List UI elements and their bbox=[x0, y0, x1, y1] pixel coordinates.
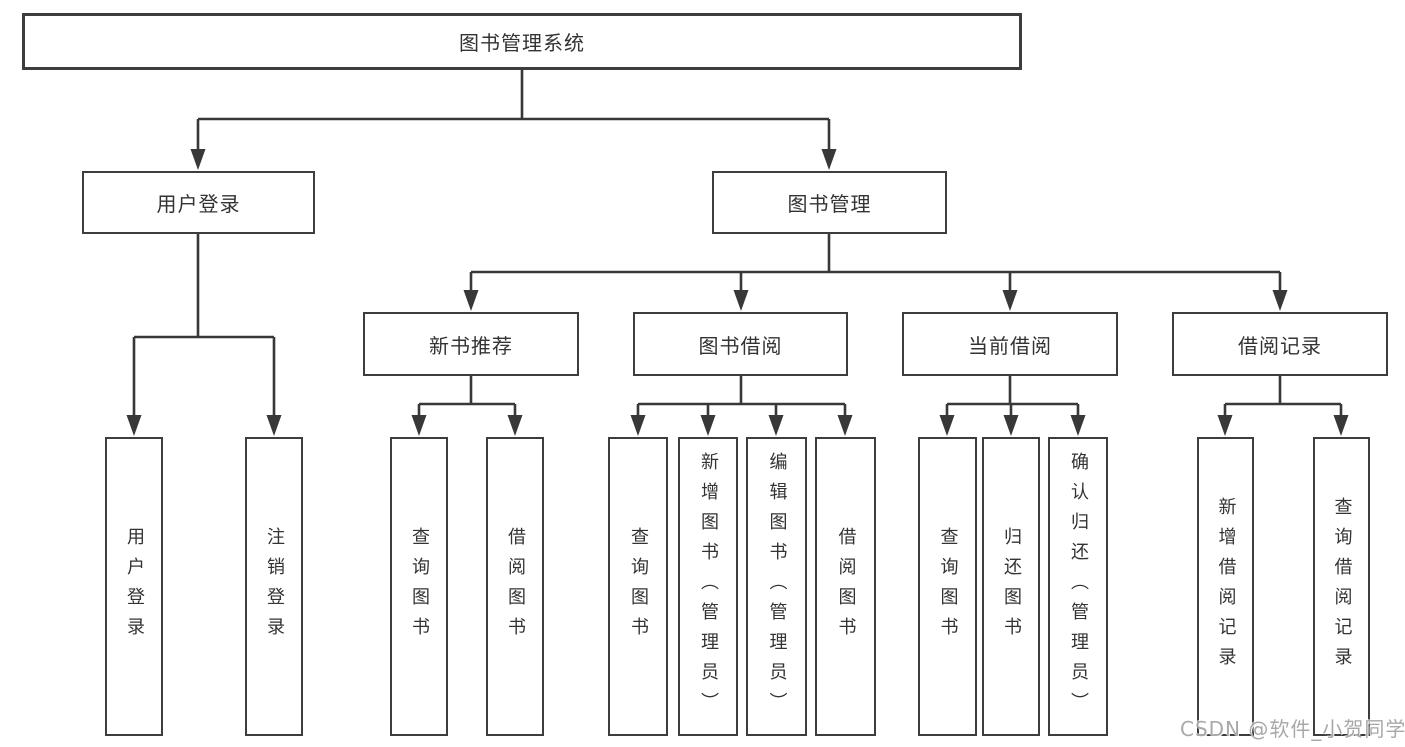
node-book-borrow: 图书借阅 bbox=[633, 312, 848, 376]
node-user-login: 用户登录 bbox=[82, 171, 315, 234]
arrowhead-icon bbox=[1217, 415, 1233, 436]
arrowhead-icon bbox=[837, 415, 853, 436]
node-new-book-recommend: 新书推荐 bbox=[363, 312, 579, 376]
connector-path bbox=[132, 69, 1343, 418]
arrowhead-icon bbox=[1003, 415, 1019, 436]
arrowhead-icon bbox=[1070, 415, 1086, 436]
node-leaf-search-book-1: 查询图书 bbox=[390, 437, 448, 736]
arrowhead-icon bbox=[507, 415, 523, 436]
csdn-watermark: CSDN @软件_小贺同学 bbox=[1180, 717, 1405, 741]
node-leaf-search-book-3: 查询图书 bbox=[918, 437, 977, 736]
arrowhead-icon bbox=[266, 415, 282, 436]
node-leaf-search-book-2: 查询图书 bbox=[608, 437, 668, 736]
arrowhead-icon bbox=[1272, 290, 1288, 311]
node-leaf-search-borrow-record: 查询借阅记录 bbox=[1313, 437, 1370, 736]
node-book-management: 图书管理 bbox=[712, 171, 947, 234]
arrowhead-icon bbox=[463, 290, 479, 311]
arrowhead-icon bbox=[1002, 290, 1018, 311]
arrowhead-icon bbox=[1333, 415, 1349, 436]
node-leaf-borrow-book-2: 借阅图书 bbox=[815, 437, 876, 736]
node-leaf-add-book-admin: 新增图书（管理员） bbox=[678, 437, 738, 736]
arrowhead-icon bbox=[411, 415, 427, 436]
node-leaf-borrow-book-1: 借阅图书 bbox=[486, 437, 544, 736]
arrowhead-icon bbox=[821, 149, 837, 170]
arrowhead-icon bbox=[630, 415, 646, 436]
arrowhead-icon bbox=[768, 415, 784, 436]
node-borrow-records: 借阅记录 bbox=[1172, 312, 1388, 376]
node-leaf-user-login: 用户登录 bbox=[105, 437, 163, 736]
arrowhead-icon bbox=[700, 415, 716, 436]
arrowhead-icon bbox=[126, 415, 142, 436]
arrowhead-icon bbox=[733, 290, 749, 311]
node-leaf-logout: 注销登录 bbox=[245, 437, 303, 736]
arrowhead-icon bbox=[939, 415, 955, 436]
node-system-root: 图书管理系统 bbox=[22, 13, 1022, 70]
node-leaf-edit-book-admin: 编辑图书（管理员） bbox=[746, 437, 807, 736]
node-leaf-return-book: 归还图书 bbox=[982, 437, 1040, 736]
node-current-borrow: 当前借阅 bbox=[902, 312, 1118, 376]
arrowhead-icon bbox=[190, 149, 206, 170]
node-leaf-confirm-return-admin: 确认归还（管理员） bbox=[1048, 437, 1108, 736]
node-leaf-add-borrow-record: 新增借阅记录 bbox=[1197, 437, 1254, 736]
